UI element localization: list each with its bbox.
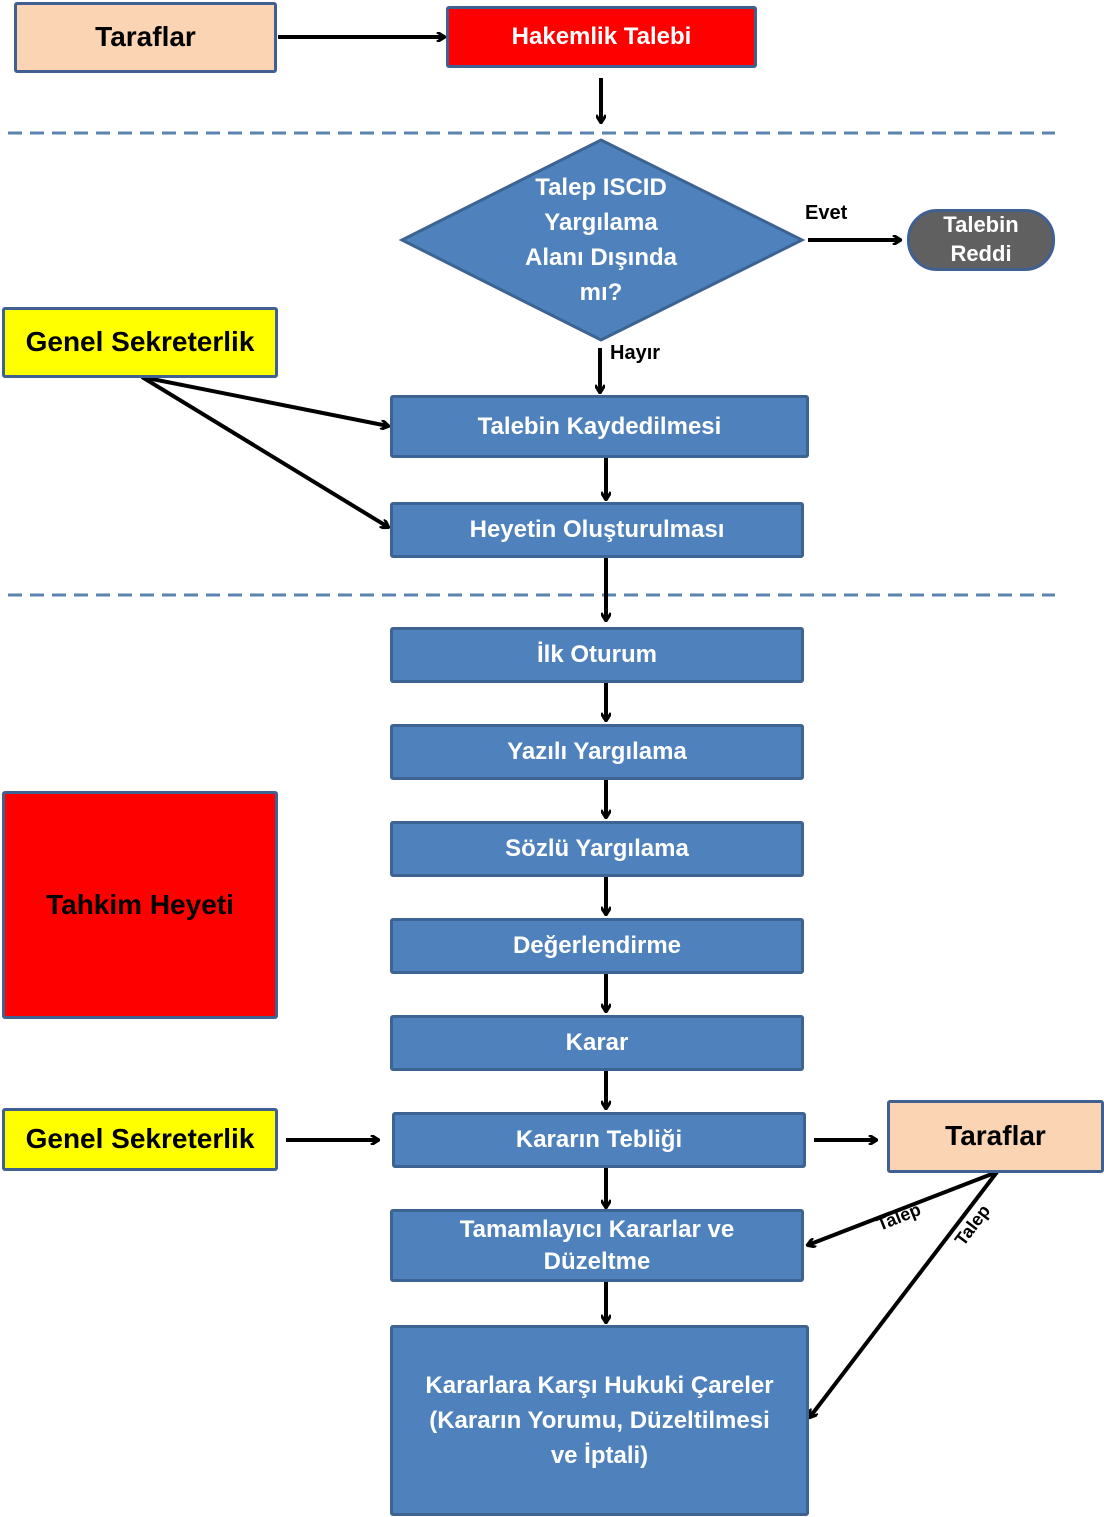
step-constitution: Heyetin Oluşturulması <box>390 502 804 558</box>
step-first-session: İlk Oturum <box>390 627 804 683</box>
tribunal-box: Tahkim Heyeti <box>2 791 278 1019</box>
secretariat-box-top: Genel Sekreterlik <box>2 307 278 378</box>
yes-label: Evet <box>805 202 848 224</box>
parties-box-top: Taraflar <box>14 2 277 73</box>
step-award: Karar <box>390 1015 804 1071</box>
arbitration-request-box: Hakemlik Talebi <box>446 6 757 68</box>
step-notification: Kararın Tebliği <box>392 1112 806 1168</box>
arrow-secretariat-registration <box>141 375 388 426</box>
decision-diamond <box>398 138 806 342</box>
step-written-proceedings: Yazılı Yargılama <box>390 724 804 780</box>
secretariat-box-bottom: Genel Sekreterlik <box>2 1108 278 1171</box>
rejection-terminal: Talebin Reddi <box>907 209 1055 271</box>
arrow-parties-remedies <box>810 1170 999 1417</box>
step-oral-proceedings: Sözlü Yargılama <box>390 821 804 877</box>
step-legal-remedies: Kararlara Karşı Hukuki Çareler (Kararın … <box>390 1325 809 1516</box>
decision-text: Talep ISCID Yargılama Alanı Dışında mı? <box>524 174 678 306</box>
step-supplementary-decisions: Tamamlayıcı Kararlar ve Düzeltme <box>390 1209 804 1282</box>
arrow-secretariat-constitution <box>140 375 388 527</box>
no-label: Hayır <box>610 342 661 364</box>
step-registration: Talebin Kaydedilmesi <box>390 395 809 458</box>
parties-box-bottom: Taraflar <box>887 1100 1104 1173</box>
arrow-parties-supplementary <box>808 1170 998 1245</box>
step-evaluation: Değerlendirme <box>390 918 804 974</box>
